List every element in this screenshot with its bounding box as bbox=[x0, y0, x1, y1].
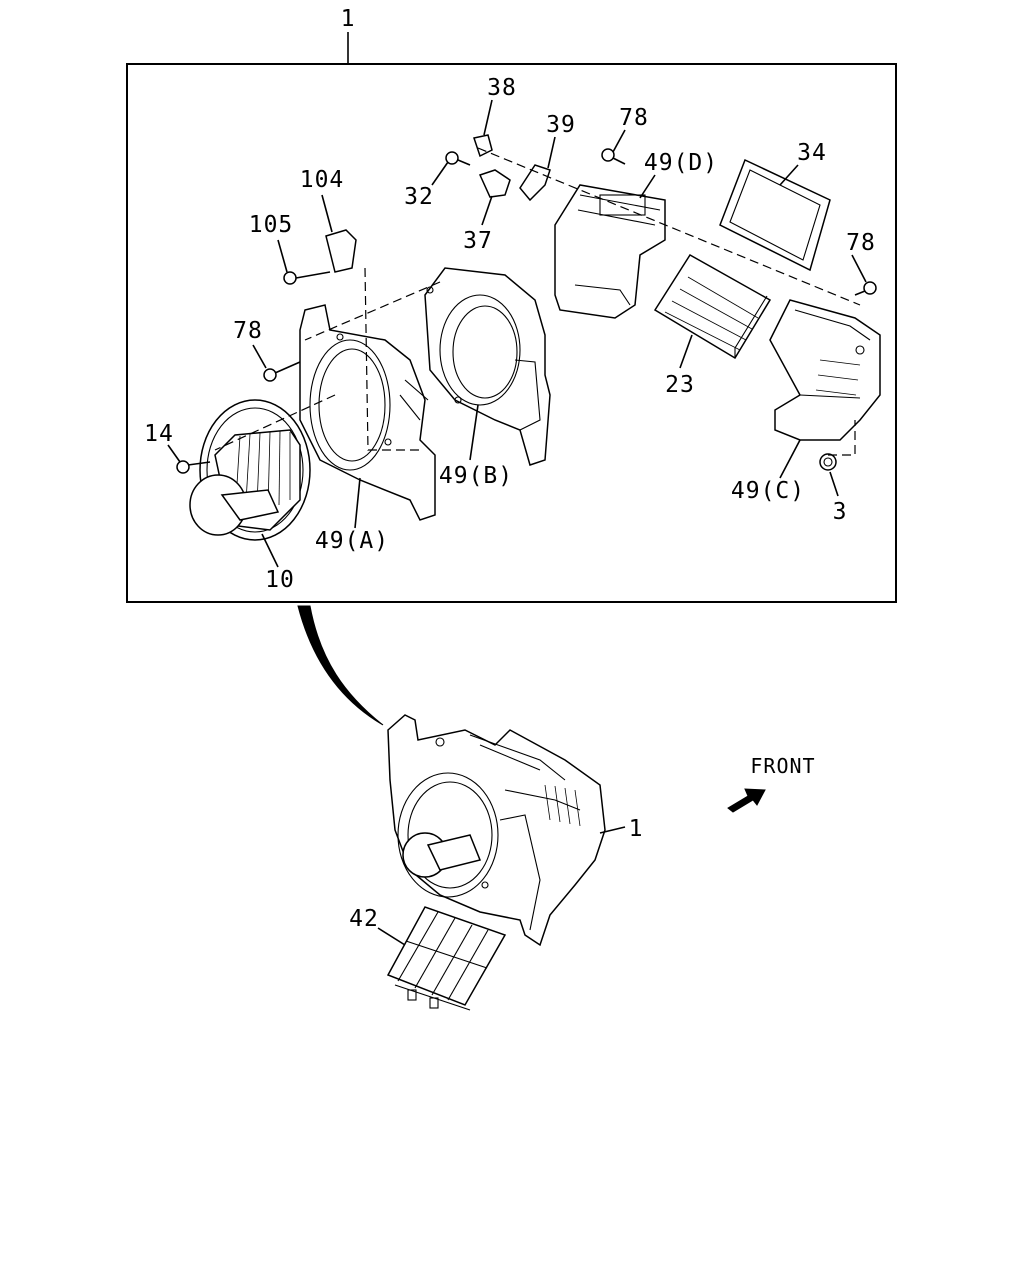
actuator-part-104 bbox=[325, 229, 357, 273]
callout-78-left: 78 bbox=[233, 318, 263, 344]
screw-part-105 bbox=[283, 271, 331, 285]
callout-39: 39 bbox=[546, 112, 576, 138]
screw-part-78-left bbox=[263, 361, 301, 382]
nut-part-3 bbox=[819, 453, 837, 471]
callout-42: 42 bbox=[349, 906, 379, 932]
callout-49a: 49(A) bbox=[315, 528, 389, 554]
callout-3: 3 bbox=[833, 499, 848, 525]
callout-14: 14 bbox=[144, 421, 174, 447]
alignment-line-fan bbox=[214, 394, 336, 451]
lever-part-39 bbox=[519, 164, 551, 202]
front-label: FRONT bbox=[750, 754, 815, 778]
alignment-line-top bbox=[477, 147, 861, 306]
callout-32: 32 bbox=[404, 184, 434, 210]
bracket-part-37 bbox=[478, 169, 511, 198]
alignment-line-actuator bbox=[364, 267, 420, 451]
housing-part-49c bbox=[769, 299, 881, 441]
leader-lines bbox=[167, 99, 867, 568]
callout-49d: 49(D) bbox=[644, 150, 718, 176]
callout-78-top: 78 bbox=[619, 105, 649, 131]
alignment-line-mid bbox=[304, 281, 441, 341]
exploded-view-frame bbox=[126, 63, 897, 603]
case-part-49b bbox=[424, 267, 551, 466]
frame-part-34 bbox=[719, 158, 831, 272]
connector-arc bbox=[297, 605, 384, 726]
blower-motor-part-10 bbox=[176, 399, 311, 541]
callout-105: 105 bbox=[249, 212, 294, 238]
callout-49b: 49(B) bbox=[439, 463, 513, 489]
bolt-part-32 bbox=[445, 151, 471, 166]
screw-part-78-right bbox=[854, 281, 877, 296]
callout-assembly-top: 1 bbox=[341, 6, 356, 32]
screw-part-78-top bbox=[601, 148, 626, 165]
callout-10: 10 bbox=[265, 567, 295, 593]
front-direction-arrow bbox=[727, 788, 766, 813]
element-part-23 bbox=[653, 253, 772, 360]
alignment-line-nut bbox=[828, 420, 856, 456]
callout-37: 37 bbox=[463, 228, 493, 254]
filter-part-42 bbox=[377, 906, 507, 1011]
callout-78-right: 78 bbox=[846, 230, 876, 256]
assembled-unit-part-1 bbox=[387, 714, 626, 947]
callout-34: 34 bbox=[797, 140, 827, 166]
callout-assembly-bottom: 1 bbox=[629, 816, 644, 842]
callout-49c: 49(C) bbox=[731, 478, 805, 504]
clip-part-38 bbox=[473, 134, 493, 158]
callout-23: 23 bbox=[665, 372, 695, 398]
duct-part-49d bbox=[554, 184, 666, 319]
callout-38: 38 bbox=[487, 75, 517, 101]
callout-104: 104 bbox=[300, 167, 345, 193]
